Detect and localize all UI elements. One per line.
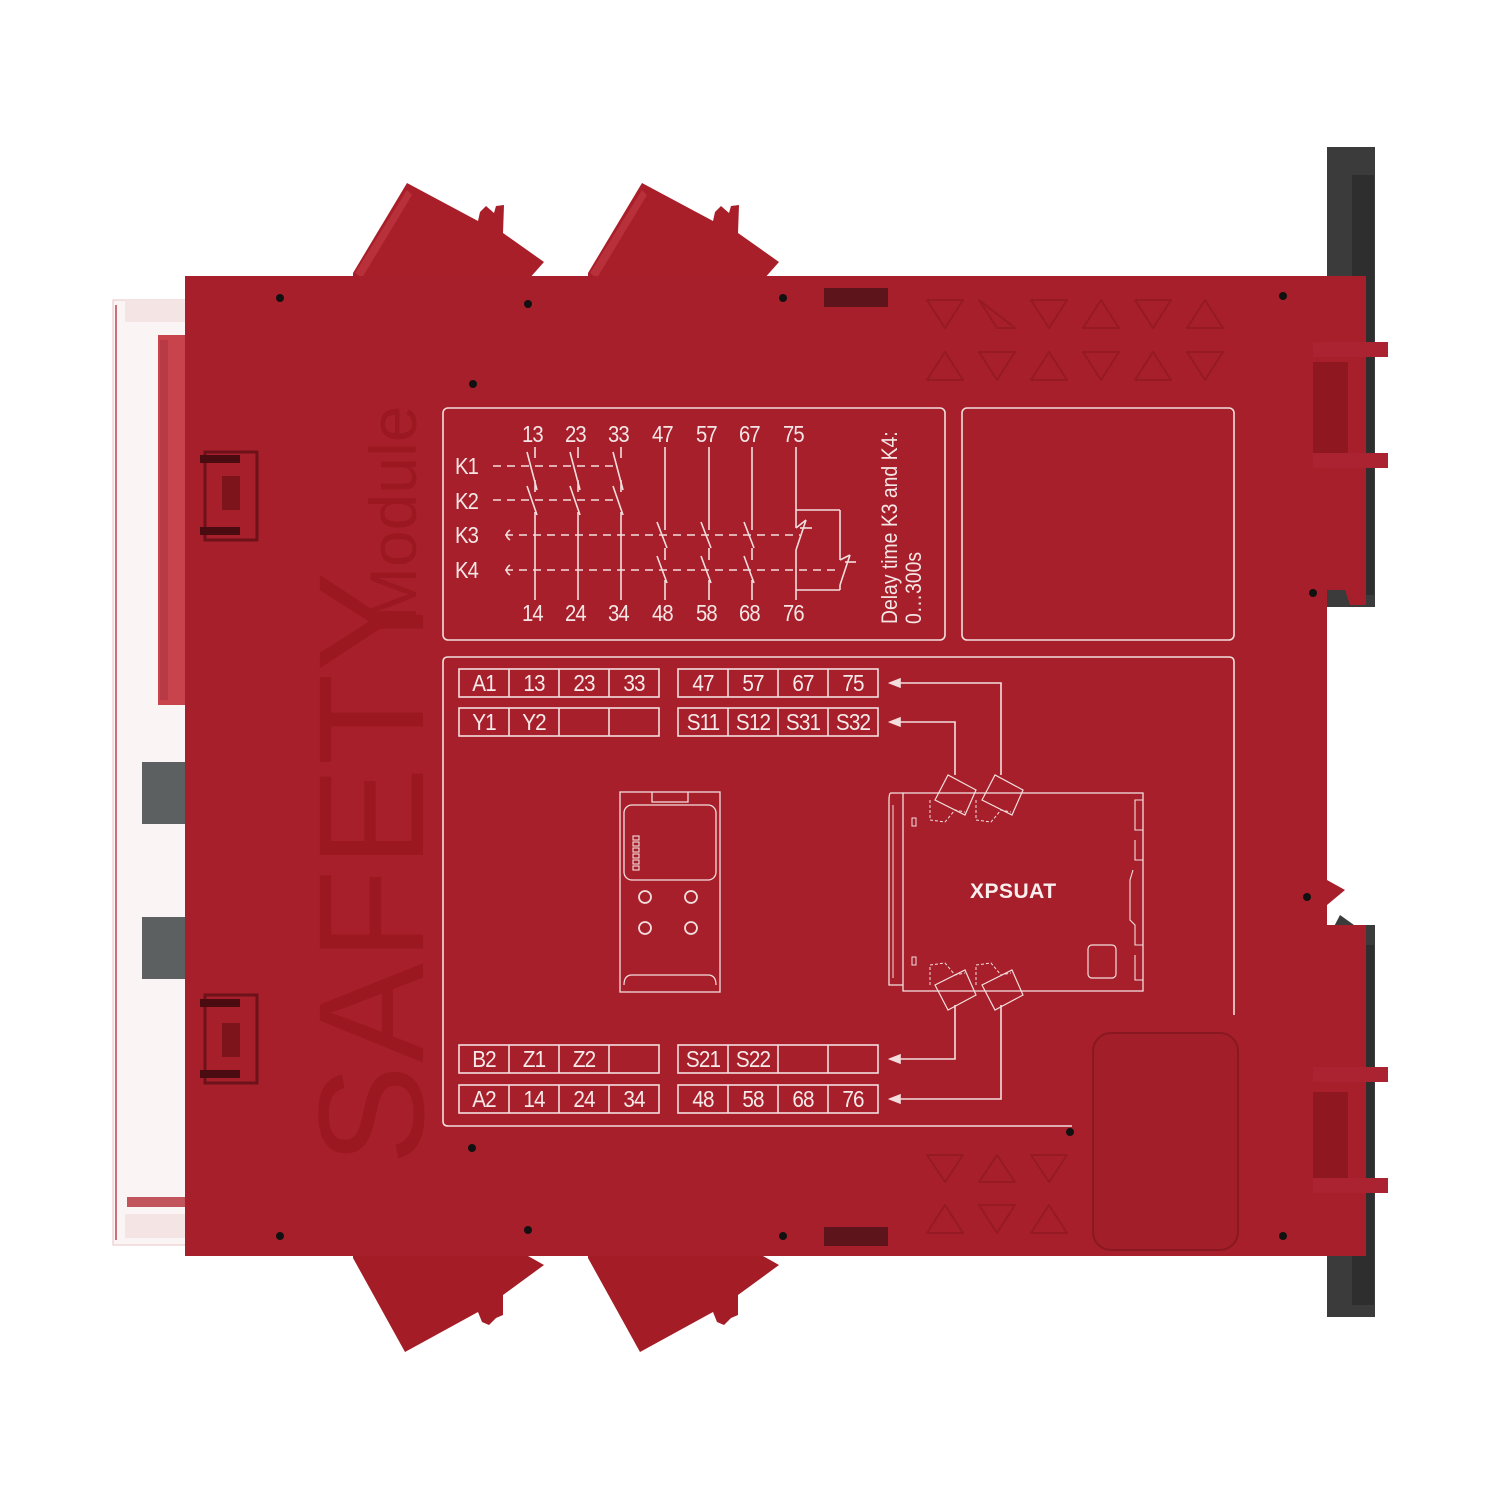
terminal-label: 57 — [696, 421, 718, 447]
relay-label: K3 — [455, 522, 479, 548]
brand-subtext-watermark: Module — [356, 405, 430, 622]
terminal-label: 47 — [652, 421, 674, 447]
terminal-label: 23 — [565, 421, 587, 447]
terminal-layout-panel — [442, 656, 1235, 1127]
terminal-cell: S32 — [835, 709, 871, 735]
terminal-cell: 24 — [573, 1086, 595, 1112]
terminal-cell: S22 — [735, 1046, 771, 1072]
terminal-cell: A2 — [472, 1086, 496, 1112]
terminal-cell: S12 — [735, 709, 771, 735]
module-body — [185, 276, 1388, 1256]
terminal-cell: S31 — [785, 709, 821, 735]
top-connector-right — [588, 183, 779, 280]
terminal-label: 34 — [608, 600, 630, 626]
embossed-triangles-top — [926, 299, 1224, 381]
terminal-cell: 13 — [523, 670, 545, 696]
terminal-cell: Y2 — [522, 709, 546, 735]
terminal-label: 14 — [522, 600, 544, 626]
relay-label: K1 — [455, 453, 479, 479]
terminal-cell: 67 — [792, 670, 814, 696]
terminal-cell: 33 — [623, 670, 645, 696]
wiring-schematic — [442, 407, 1235, 641]
terminal-cell: Z2 — [572, 1046, 596, 1072]
terminal-label: 24 — [565, 600, 587, 626]
model-label: XPSUAT — [970, 880, 1057, 903]
terminal-cell: Y1 — [472, 709, 496, 735]
terminal-label: 68 — [739, 600, 761, 626]
bottom-connector-left — [353, 1256, 544, 1352]
terminal-label: 33 — [608, 421, 630, 447]
terminal-cell: 14 — [523, 1086, 545, 1112]
delay-note-line2: 0…300s — [901, 551, 926, 624]
relay-label: K2 — [455, 488, 479, 514]
terminal-cell: 68 — [792, 1086, 814, 1112]
terminal-label: 67 — [739, 421, 761, 447]
terminal-cell: S21 — [685, 1046, 721, 1072]
relay-label: K4 — [455, 557, 479, 583]
embossed-triangles-bottom — [926, 1154, 1068, 1234]
terminal-label: 13 — [522, 421, 544, 447]
terminal-cell: 75 — [842, 670, 864, 696]
terminal-cell: 23 — [573, 670, 595, 696]
terminal-cell: B2 — [472, 1046, 496, 1072]
terminal-label: 75 — [783, 421, 805, 447]
terminal-cell: A1 — [472, 670, 496, 696]
delay-note-line1: Delay time K3 and K4: — [877, 431, 902, 624]
terminal-cell: 76 — [842, 1086, 864, 1112]
front-cover — [112, 299, 189, 1246]
terminal-cell: 47 — [692, 670, 714, 696]
bottom-connector-right — [588, 1256, 779, 1352]
terminal-cell: Z1 — [522, 1046, 546, 1072]
terminal-cell: 58 — [742, 1086, 764, 1112]
brand-watermark: SAFETY — [287, 569, 455, 1165]
terminal-label: 76 — [783, 600, 805, 626]
top-connector-left — [353, 183, 544, 280]
terminal-label: 48 — [652, 600, 674, 626]
terminal-label: 58 — [696, 600, 718, 626]
terminal-cell: S11 — [686, 709, 720, 735]
terminal-cell: 48 — [692, 1086, 714, 1112]
terminal-cell: 34 — [623, 1086, 645, 1112]
delay-note: Delay time K3 and K4: 0…300s — [877, 431, 926, 624]
terminal-cell: 57 — [742, 670, 764, 696]
